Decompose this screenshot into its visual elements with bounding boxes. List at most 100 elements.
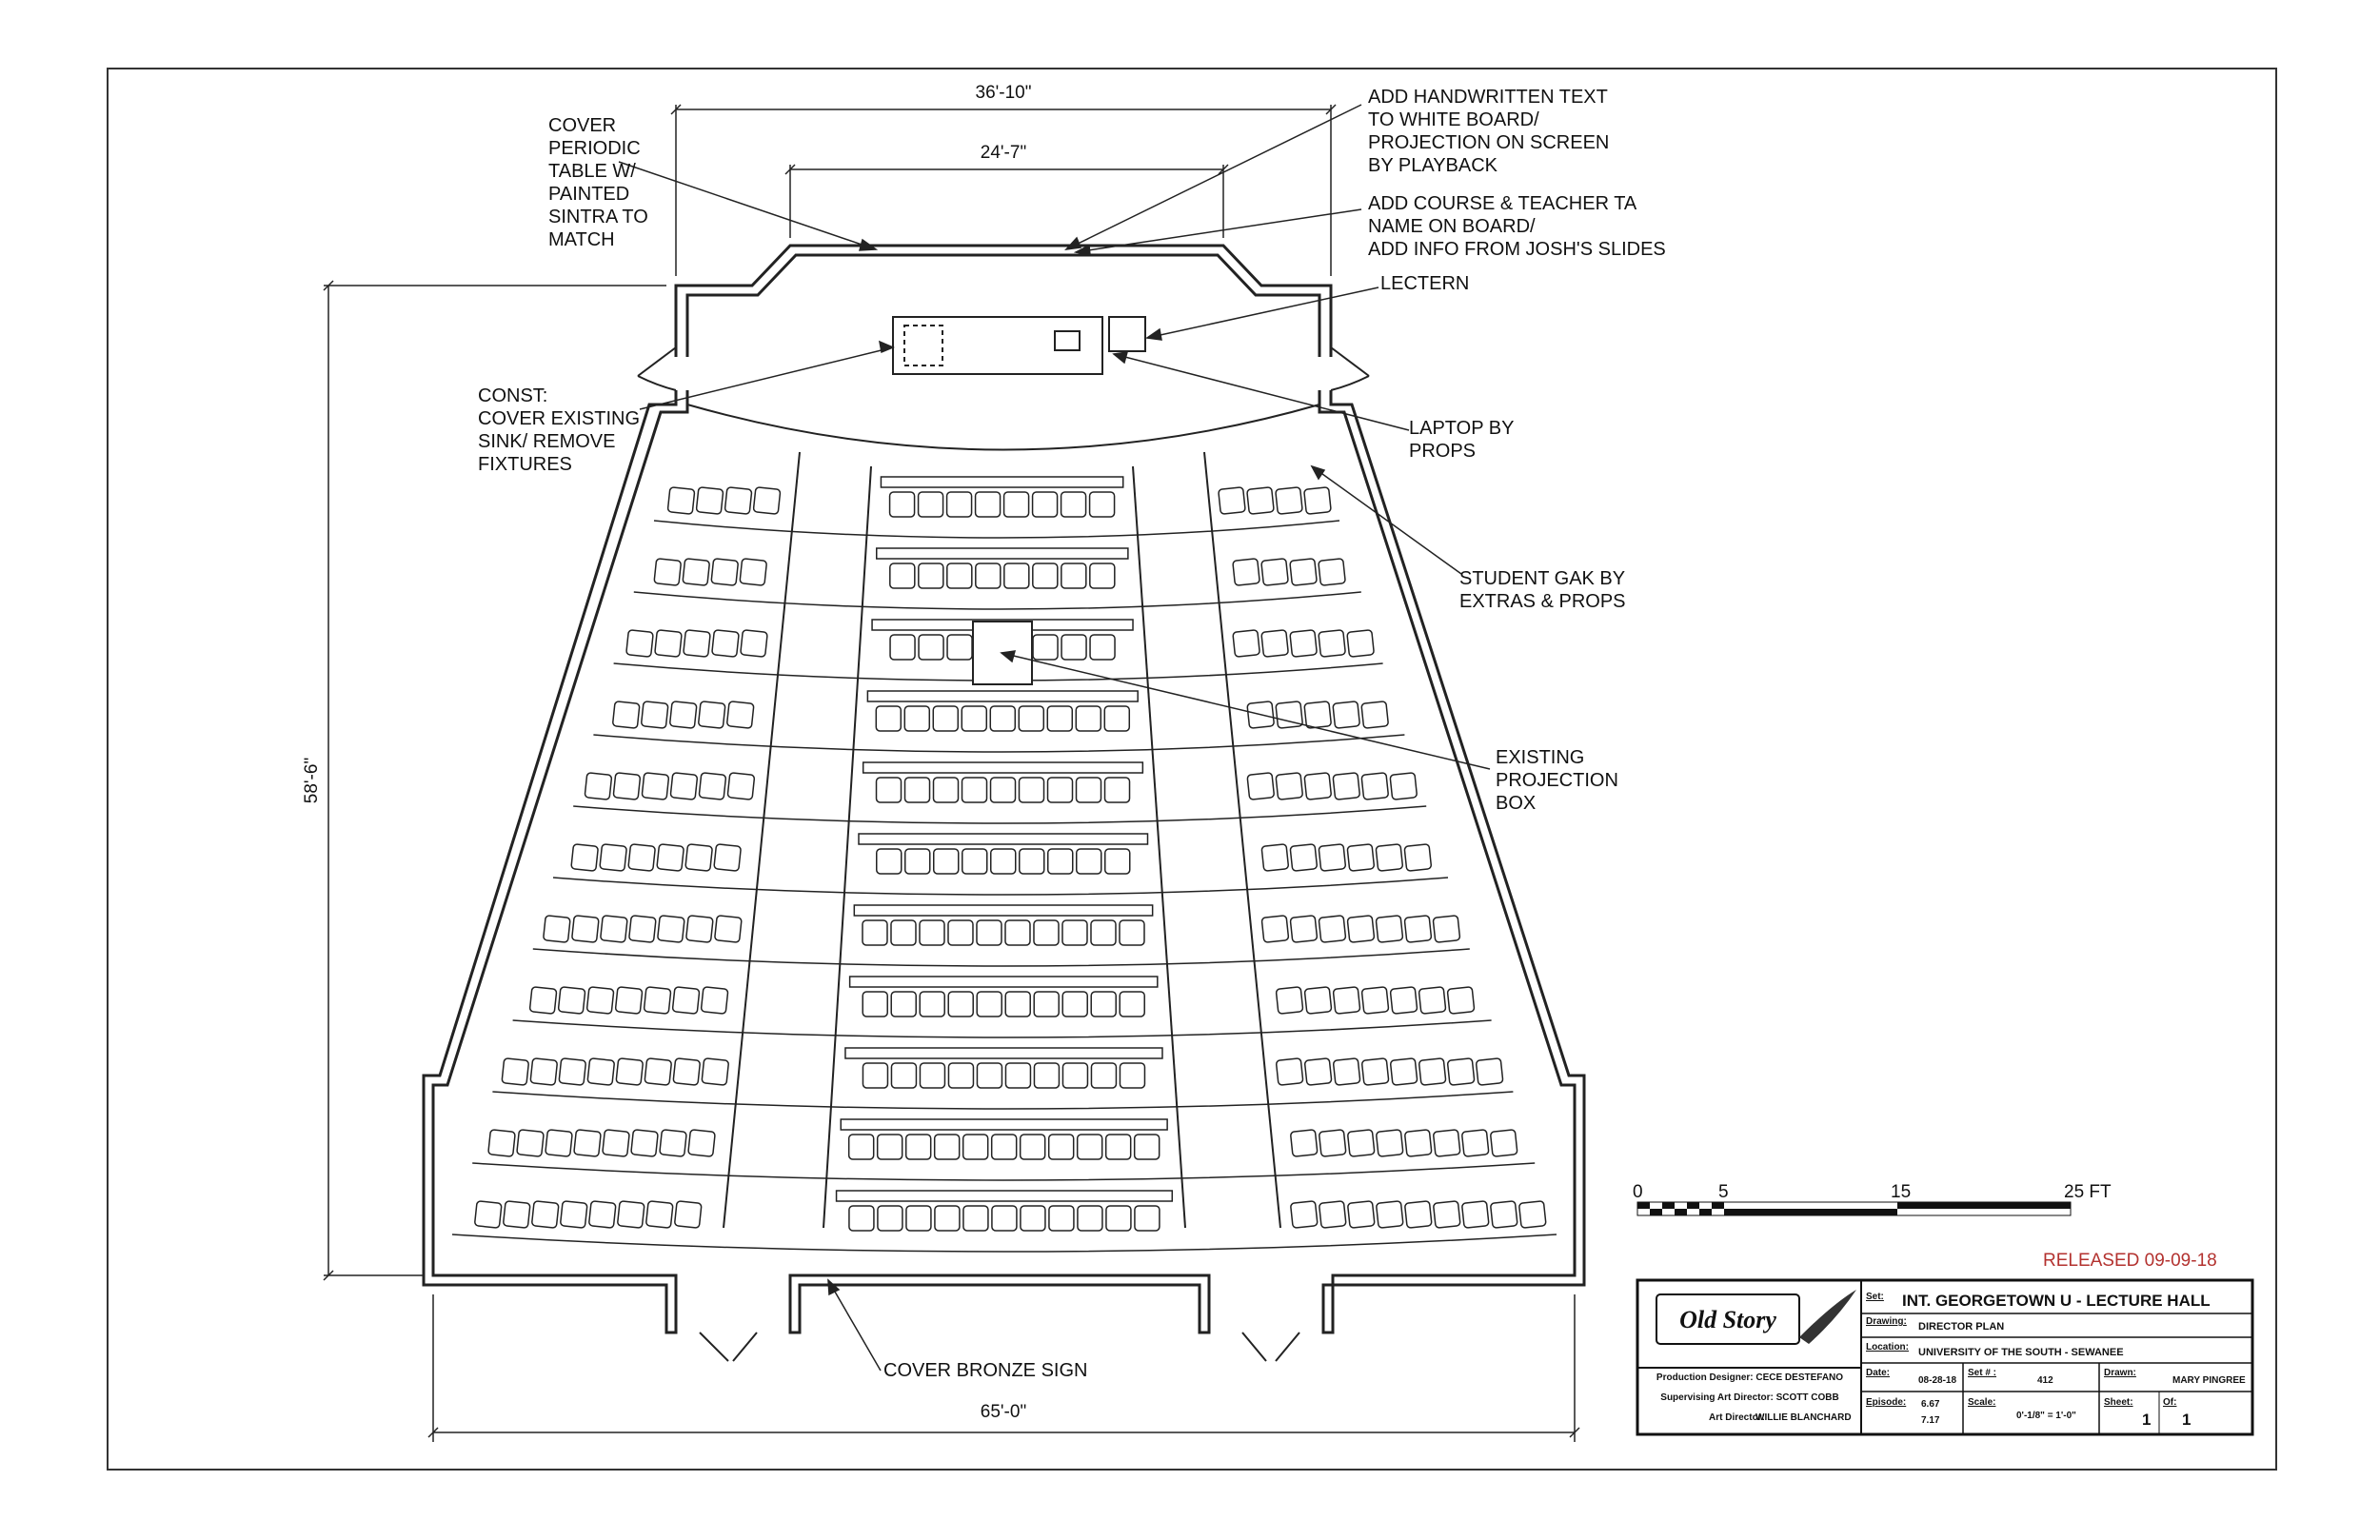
center-desk: [840, 1118, 1168, 1131]
front-desk: [892, 316, 1146, 375]
seat: [630, 1129, 659, 1157]
date-value: 08-28-18: [1918, 1375, 1956, 1386]
seat: [1275, 772, 1303, 800]
seat: [669, 701, 698, 729]
seat: [889, 634, 916, 661]
seat: [1289, 558, 1318, 586]
seat: [1461, 1200, 1490, 1229]
seat: [1090, 919, 1117, 946]
seat: [1404, 1129, 1433, 1157]
scale-value: 0'-1/8" = 1'-0": [2016, 1411, 2076, 1421]
seat: [1031, 491, 1059, 518]
seat: [1389, 1057, 1418, 1086]
title-block: [1636, 1278, 2254, 1436]
note-course-teacher: ADD COURSE & TEACHER TA NAME ON BOARD/ A…: [1368, 193, 1666, 260]
seat: [946, 634, 973, 661]
seat: [1104, 848, 1131, 875]
seat: [628, 915, 657, 943]
location-label: Location:: [1866, 1342, 1909, 1352]
seat: [1332, 772, 1360, 800]
seat: [917, 491, 944, 518]
seat: [905, 1205, 932, 1232]
seat: [1275, 701, 1303, 729]
seat: [1047, 1134, 1075, 1160]
seat: [671, 986, 701, 1015]
seat: [573, 1129, 602, 1157]
seat: [903, 705, 931, 732]
seat: [989, 777, 1017, 803]
center-desk: [853, 904, 1154, 917]
seat: [1060, 491, 1087, 518]
location-value: UNIVERSITY OF THE SOUTH - SEWANEE: [1918, 1347, 2124, 1358]
seat: [599, 843, 627, 872]
seat: [1032, 563, 1059, 589]
note-const: CONST: COVER EXISTING SINK/ REMOVE FIXTU…: [478, 385, 645, 475]
seat: [975, 563, 1002, 589]
seat: [1004, 1062, 1032, 1089]
seat: [919, 991, 945, 1017]
seat: [1002, 491, 1030, 518]
seat: [962, 1205, 989, 1232]
seat: [1134, 1205, 1160, 1232]
seat: [700, 986, 729, 1015]
seat: [1133, 1134, 1160, 1160]
seat: [1347, 1129, 1376, 1157]
seat: [528, 986, 558, 1015]
seat: [1089, 634, 1116, 661]
released-stamp: RELEASED 09-09-18: [2043, 1251, 2217, 1271]
row-riser-line: [633, 591, 1361, 610]
seat: [641, 701, 669, 729]
sheet-border: [107, 68, 2277, 1471]
drawn-value: MARY PINGREE: [2172, 1375, 2246, 1386]
seat: [932, 705, 960, 732]
seat: [710, 558, 739, 586]
seat: [1360, 772, 1389, 800]
seat: [685, 915, 714, 943]
seat: [875, 777, 902, 803]
scale-label-0: 0: [1633, 1182, 1643, 1202]
seat: [976, 919, 1002, 946]
seat: [932, 777, 960, 803]
seat: [1318, 915, 1347, 943]
seat: [641, 772, 670, 800]
seat: [1061, 1062, 1089, 1089]
seat: [1018, 705, 1045, 732]
seat: [687, 1129, 716, 1157]
seat: [1103, 777, 1131, 803]
seat: [612, 701, 641, 729]
seat: [724, 486, 753, 515]
seat: [1389, 772, 1418, 800]
seat: [726, 701, 755, 729]
seat: [1332, 1057, 1361, 1086]
center-desk: [844, 1047, 1163, 1059]
seat: [904, 848, 931, 875]
seat: [585, 986, 615, 1015]
seat: [1033, 991, 1060, 1017]
seat: [1303, 986, 1333, 1015]
seat: [1290, 1200, 1319, 1229]
seat: [614, 986, 644, 1015]
seat: [1376, 1129, 1404, 1157]
of-label: Of:: [2163, 1397, 2176, 1408]
seat: [654, 629, 683, 658]
seat: [1418, 986, 1447, 1015]
seat: [1490, 1129, 1518, 1157]
seat: [1032, 634, 1059, 661]
seat: [991, 1205, 1018, 1232]
seat: [1260, 558, 1289, 586]
seat: [543, 915, 571, 943]
seat: [1260, 629, 1289, 658]
center-desk: [876, 547, 1129, 560]
seat: [713, 843, 742, 872]
seat: [947, 1062, 975, 1089]
seat: [1518, 1200, 1547, 1229]
seat: [875, 705, 902, 732]
seat: [584, 772, 613, 800]
seat: [876, 1134, 903, 1160]
seat: [644, 1057, 672, 1086]
seat: [862, 991, 888, 1017]
seat: [1375, 843, 1404, 872]
date-label: Date:: [1866, 1368, 1890, 1378]
seat: [1061, 991, 1088, 1017]
seat: [602, 1129, 630, 1157]
